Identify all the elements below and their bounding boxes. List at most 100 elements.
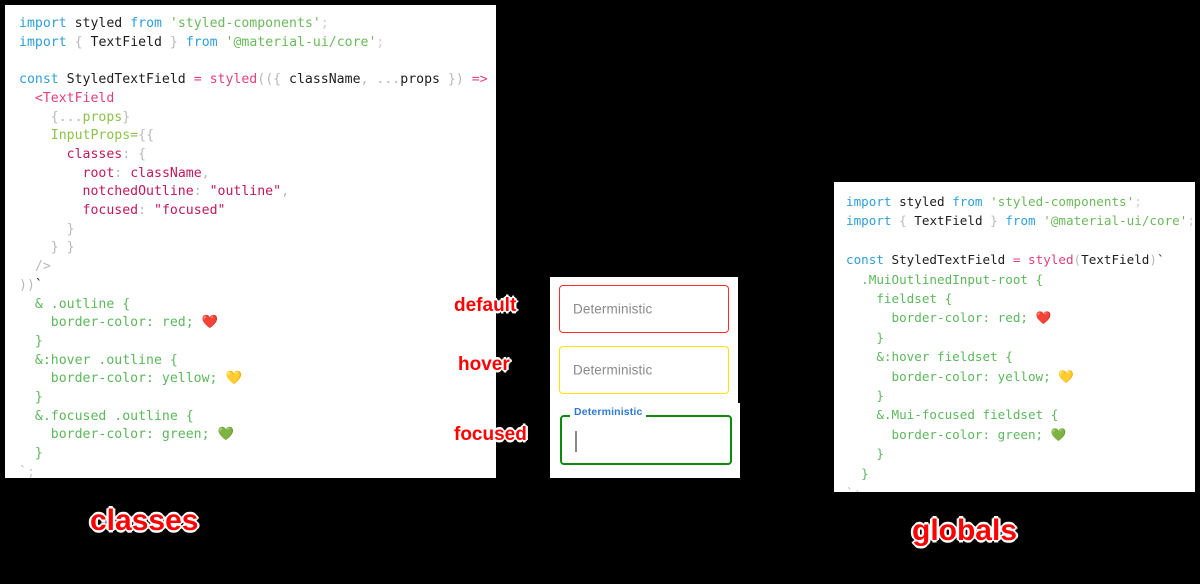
code-token: styled bbox=[209, 72, 258, 88]
code-token bbox=[19, 427, 51, 442]
code-token bbox=[983, 213, 991, 228]
code-token: { bbox=[138, 146, 147, 162]
code-token: )) bbox=[19, 277, 35, 293]
code-token: 'styled-components' bbox=[169, 16, 321, 31]
code-token: {{ bbox=[138, 128, 155, 144]
code-token bbox=[19, 147, 67, 162]
code-token bbox=[892, 194, 900, 209]
code-block-globals: import styled from 'styled-components'; … bbox=[846, 192, 1195, 492]
code-token bbox=[19, 297, 35, 312]
code-token: styled bbox=[1028, 252, 1074, 268]
code-token: InputProps bbox=[50, 128, 131, 144]
code-token: /> bbox=[34, 259, 51, 275]
code-token: "focused" bbox=[154, 203, 226, 219]
code-token: classes bbox=[66, 146, 123, 162]
code-token: StyledTextField bbox=[66, 72, 186, 88]
code-token bbox=[218, 35, 226, 50]
textfield-default-value: Deterministic bbox=[573, 301, 653, 317]
code-token: &:hover .outline { bbox=[34, 352, 178, 368]
textfield-hover-value: Deterministic bbox=[573, 362, 653, 378]
code-token: props bbox=[82, 109, 123, 125]
code-token: ; bbox=[26, 464, 35, 478]
code-token: } bbox=[447, 72, 456, 88]
code-token: : bbox=[138, 203, 147, 219]
code-token: } bbox=[876, 329, 884, 345]
code-panel-globals: import styled from 'styled-components'; … bbox=[834, 182, 1195, 492]
code-token: border-color: green; bbox=[50, 427, 218, 443]
code-token: 💛 bbox=[1058, 368, 1074, 384]
code-token: : bbox=[122, 146, 131, 162]
callout-label-hover: hover bbox=[458, 354, 510, 375]
code-token bbox=[846, 330, 876, 345]
code-token bbox=[846, 388, 876, 403]
code-token: &.focused .outline { bbox=[34, 408, 194, 424]
code-token: ( bbox=[1073, 252, 1082, 268]
code-token bbox=[162, 35, 170, 50]
code-token: border-color: red; bbox=[50, 315, 202, 331]
code-token bbox=[19, 353, 35, 368]
code-token bbox=[846, 369, 892, 384]
textfield-focused-label: Deterministic bbox=[570, 407, 647, 418]
code-token: => bbox=[471, 72, 488, 88]
code-token bbox=[19, 446, 35, 461]
code-token: ; bbox=[854, 485, 862, 492]
code-token: = bbox=[193, 72, 202, 88]
code-token bbox=[19, 259, 35, 274]
code-token: , bbox=[201, 165, 210, 181]
code-token: } bbox=[876, 388, 884, 404]
code-token: import bbox=[846, 213, 892, 229]
code-token: 💛 bbox=[225, 371, 242, 387]
panel-title-globals: globals bbox=[912, 514, 1018, 547]
code-token: from bbox=[130, 16, 162, 31]
code-token: &.Mui-focused fieldset { bbox=[876, 407, 1059, 423]
code-token: ❤️ bbox=[1035, 310, 1052, 326]
code-token: notchedOutline bbox=[82, 184, 194, 200]
code-token: const bbox=[19, 72, 59, 88]
code-token bbox=[846, 427, 892, 442]
code-token: , bbox=[360, 72, 369, 88]
code-token bbox=[202, 184, 210, 199]
code-token bbox=[122, 16, 130, 31]
code-token: } bbox=[122, 109, 131, 125]
code-token bbox=[186, 72, 194, 87]
code-token: "outline" bbox=[209, 184, 282, 200]
code-token: TextField bbox=[90, 34, 162, 50]
code-token bbox=[19, 203, 83, 218]
code-token: focused bbox=[82, 203, 139, 219]
code-token: 💚 bbox=[1050, 426, 1067, 442]
code-token: border-color: yellow; bbox=[891, 368, 1059, 384]
textfield-focused[interactable] bbox=[560, 415, 732, 465]
code-token bbox=[19, 128, 51, 143]
code-token bbox=[846, 407, 876, 422]
code-token: className bbox=[130, 165, 202, 181]
code-token bbox=[122, 166, 130, 181]
code-token bbox=[892, 213, 900, 228]
code-token: className bbox=[289, 72, 361, 88]
code-token: border-color: red; bbox=[891, 310, 1036, 326]
code-token bbox=[846, 272, 861, 287]
code-token bbox=[19, 91, 35, 106]
code-token bbox=[281, 72, 289, 87]
text-caret bbox=[575, 431, 577, 452]
code-token bbox=[19, 222, 67, 237]
code-token: '@material-ui/core' bbox=[225, 34, 377, 50]
code-token: border-color: green; bbox=[891, 426, 1051, 442]
code-token: 💚 bbox=[217, 427, 234, 443]
code-token: .MuiOutlinedInput-root { bbox=[861, 271, 1044, 287]
textfield-default[interactable]: Deterministic bbox=[559, 285, 729, 333]
code-token: import bbox=[19, 16, 67, 31]
code-block-classes: import styled from 'styled-components'; … bbox=[19, 15, 496, 478]
code-token: ; bbox=[376, 34, 385, 50]
code-token: ) bbox=[1149, 252, 1157, 268]
code-token bbox=[19, 240, 51, 255]
code-token: StyledTextField bbox=[891, 252, 1006, 268]
code-token bbox=[464, 72, 472, 87]
code-token: border-color: yellow; bbox=[50, 371, 226, 387]
code-token bbox=[19, 315, 51, 330]
code-token: import bbox=[846, 194, 892, 209]
panel-title-classes: classes bbox=[90, 504, 199, 537]
code-token bbox=[846, 349, 876, 364]
code-token: = bbox=[130, 128, 139, 144]
textfield-hover[interactable]: Deterministic bbox=[559, 346, 729, 394]
code-token: from bbox=[185, 34, 218, 50]
